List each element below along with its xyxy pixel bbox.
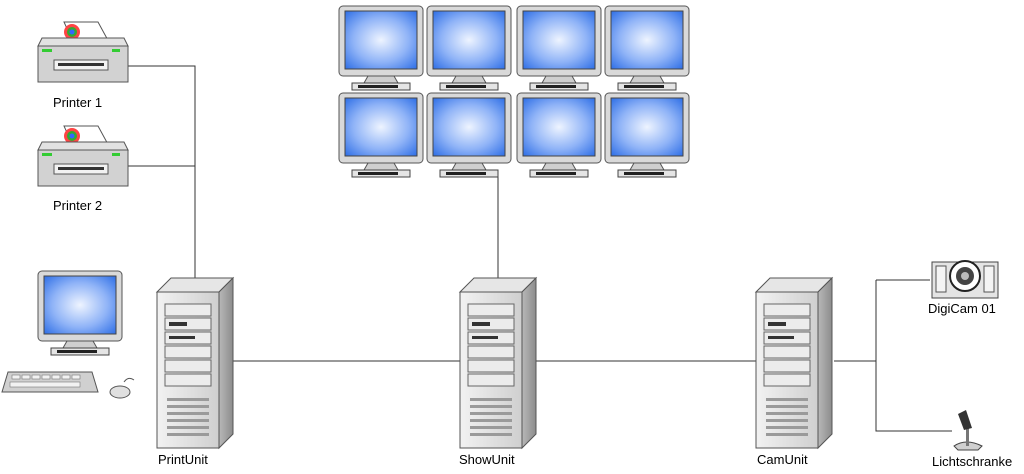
link-printer1-printunit (120, 65, 196, 280)
print-unit-label: PrintUnit (158, 452, 208, 467)
monitor-icon[interactable] (426, 92, 512, 178)
monitor-icon[interactable] (604, 5, 690, 91)
monitor-icon[interactable] (516, 92, 602, 178)
cam-unit-server-icon[interactable] (755, 277, 833, 449)
monitor-icon[interactable] (516, 5, 602, 91)
printer-2-label: Printer 2 (53, 198, 103, 213)
print-unit-server-icon[interactable] (156, 277, 234, 449)
desktop-computer-icon[interactable] (1, 270, 135, 399)
printer-2-icon[interactable] (37, 125, 129, 187)
monitor-icon[interactable] (604, 92, 690, 178)
video-wall (338, 5, 690, 178)
monitor-icon[interactable] (426, 5, 512, 91)
monitor-icon[interactable] (338, 92, 424, 178)
digicam-label: DigiCam 01 (928, 301, 996, 316)
cam-unit-label: CamUnit (757, 452, 808, 467)
camera-icon[interactable] (931, 260, 999, 299)
show-unit-label: ShowUnit (459, 452, 515, 467)
monitor-icon[interactable] (338, 5, 424, 91)
mouse-icon (109, 385, 131, 399)
sensor-icon[interactable] (953, 410, 983, 451)
show-unit-server-icon[interactable] (459, 277, 537, 449)
lichtschranke-label: Lichtschranke (932, 454, 1013, 469)
printer-1-icon[interactable] (37, 21, 129, 83)
printer-1-label: Printer 1 (53, 95, 103, 110)
link-camunit-digicam (875, 280, 952, 432)
connections (120, 65, 952, 432)
